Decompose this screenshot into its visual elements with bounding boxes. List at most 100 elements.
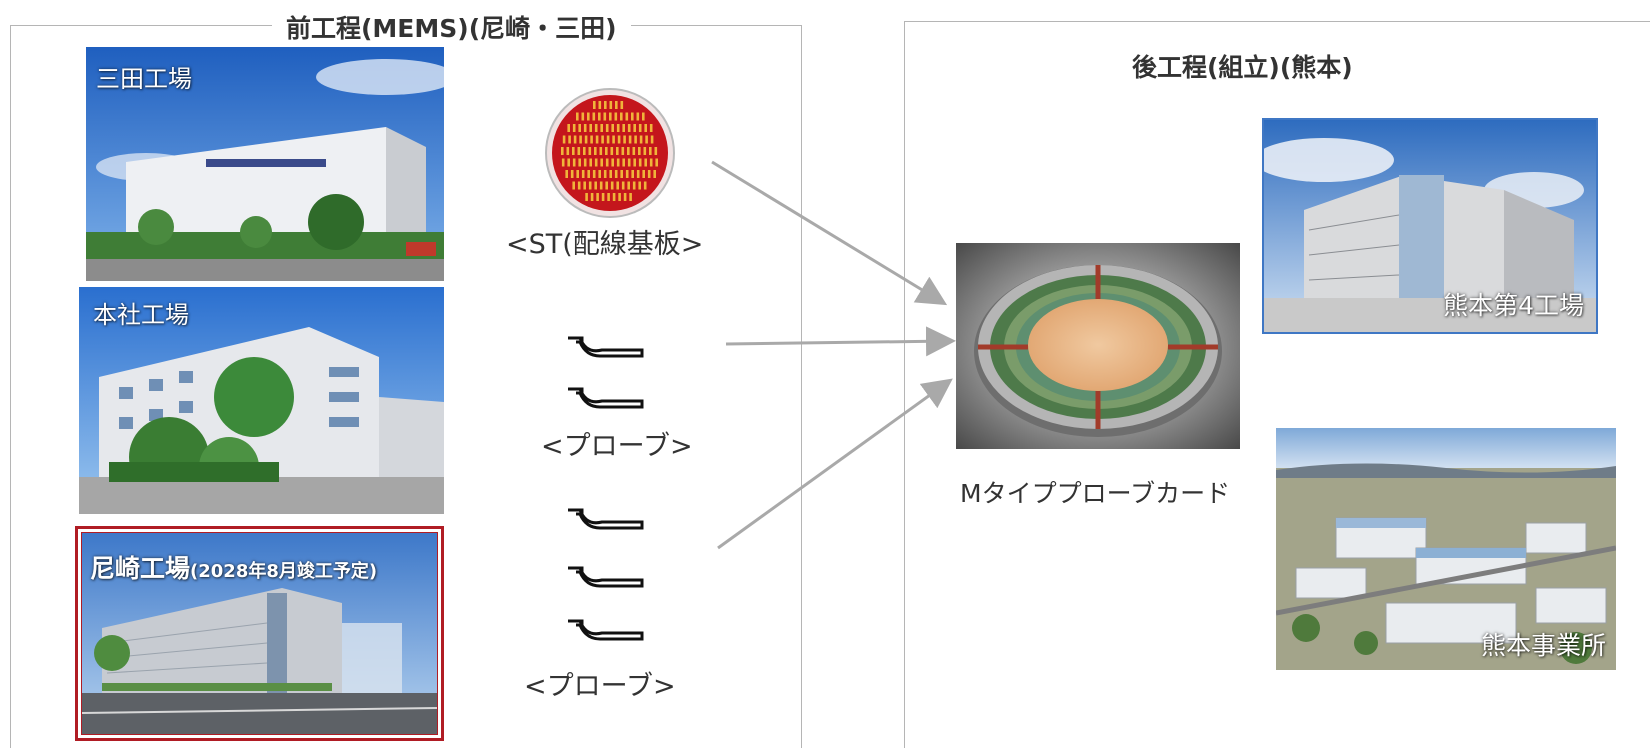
wafer-die-cell [601,135,604,144]
wafer-die-cell [628,135,632,144]
wafer-die-cell [653,170,656,178]
wafer-die-cell [634,135,637,144]
wafer-die-cell [581,112,585,121]
wafer-die-cell [616,181,619,190]
wafer-die-cell [625,170,629,178]
wafer-die-cell [572,147,575,155]
wafer-die-cell [577,147,581,155]
probe-image-2 [568,387,644,409]
wafer-die-cell [577,181,581,190]
wafer-die-cell [605,124,609,132]
m-type-probe-card-image [956,243,1240,449]
wafer-die-cell [589,124,592,132]
wafer-die-cell [598,112,601,121]
kumamoto-4th-factory-photo: 熊本第4工場 [1262,118,1598,334]
wafer-die-cell [589,158,592,167]
wafer-die-cell [638,124,642,132]
wafer-die-cell [642,112,645,121]
wafer-die-cell [598,170,601,178]
amagasaki-name: 尼崎工場 [90,554,191,583]
wafer-die-cell [643,147,647,155]
wafer-die-cell [583,147,586,155]
wafer-die-cell [587,170,590,178]
amagasaki-factory-photo: 尼崎工場(2028年8月竣工予定) [81,532,438,735]
wafer-die-cell [638,158,642,167]
wafer-die-cell [604,101,607,109]
wafer-die-cell [606,135,610,144]
wafer-die-cell [623,193,627,201]
kumamoto-site-label: 熊本事業所 [1480,631,1606,660]
wafer-die-cell [614,112,618,121]
kumamoto-site-photo: 熊本事業所 [1276,428,1616,670]
wafer-die-cell [579,135,582,144]
wafer-die-cell [622,158,625,167]
wafer-die-cell [600,158,603,167]
wafer-die-cell [588,181,592,190]
wafer-die-cell [620,101,624,109]
wafer-die-cell [594,158,598,167]
wafer-die-cell [639,135,643,144]
wafer-die-cell [633,158,636,167]
wafer-die-cell [600,124,603,132]
wafer-die-cell [643,181,647,190]
wafer-die-cell [593,101,596,109]
amagasaki-factory-frame: 尼崎工場(2028年8月竣工予定) [75,526,444,741]
wafer-die-cell [611,124,614,132]
wafer-die-cell [573,135,577,144]
wafer-die-cell [609,170,612,178]
wafer-die-cell [627,124,631,132]
probe-image-3 [568,508,644,530]
wafer-die-cell [638,147,641,155]
wafer-die-cell [621,181,625,190]
wafer-die-cell [636,170,640,178]
probe-image-4 [568,566,644,588]
wafer-die-cell [649,147,652,155]
wafer-die-cell [654,147,658,155]
wafer-die-cell [645,135,648,144]
honsha-factory-label: 本社工場 [93,301,189,329]
wafer-die-cell [610,147,614,155]
wafer-die-cell [622,124,625,132]
wafer-die-cell [620,112,623,121]
wafer-die-cell [615,101,618,109]
wafer-die-cell [610,181,614,190]
wafer-die-cell [607,193,610,201]
wafer-die-cell [632,147,636,155]
wafer-die-cell [594,124,598,132]
wafer-die-cell [598,101,602,109]
wafer-die-cell [570,170,574,178]
wafer-die-cell [596,193,599,201]
amagasaki-factory-label: 尼崎工場(2028年8月竣工予定) [90,549,377,585]
wafer-die-cell [609,112,612,121]
wafer-die-cell [612,193,616,201]
wafer-die-cell [583,181,586,190]
kumamoto-4th-factory-label: 熊本第4工場 [1443,291,1584,320]
wafer-die-cell [605,158,609,167]
wafer-die-cell [605,181,608,190]
probe-image-5 [568,619,644,641]
wafer-die-cell [592,112,596,121]
wafer-die-cell [585,193,588,201]
wafer-die-cell [568,135,571,144]
wafer-die-cell [576,112,579,121]
wafer-die-cell [616,158,620,167]
back-process-title: 後工程(組立)(熊本) [1132,48,1353,84]
wafer-die-cell [644,158,647,167]
sanda-factory-label: 三田工場 [96,65,192,93]
wafer-die-cell [561,147,564,155]
wafer-die-cell [627,158,631,167]
wafer-die-cell [583,124,587,132]
wafer-die-cell [576,170,579,178]
amagasaki-completion-note: (2028年8月竣工予定) [190,561,378,582]
sanda-factory-photo: 三田工場 [86,47,444,281]
wafer-die-cell [588,147,592,155]
st-caption: <ST(配線基板> [506,229,704,260]
wafer-die-cell [631,112,634,121]
wafer-die-cell [566,147,570,155]
wafer-die-cell [647,170,651,178]
wafer-die-cell [617,135,621,144]
wafer-die-cell [595,135,599,144]
wafer-die-cell [620,170,623,178]
wafer-die-cell [616,147,619,155]
front-process-title: 前工程(MEMS)(尼崎・三田) [272,9,631,45]
